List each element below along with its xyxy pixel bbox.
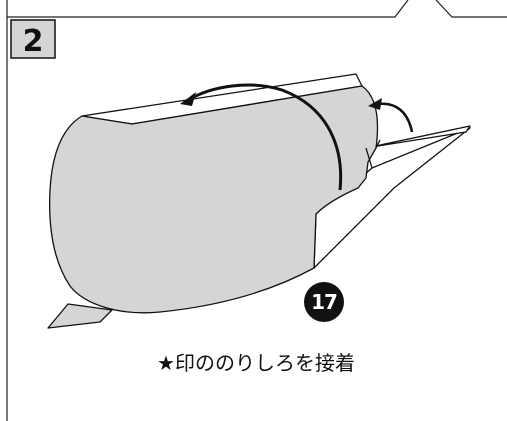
part-number-badge: 17: [304, 282, 344, 322]
paper-part: [47, 73, 471, 329]
caption-text: ★印ののりしろを接着: [157, 351, 355, 375]
curved-arrow-left-small-icon: [368, 98, 414, 133]
curved-arrow-left-icon: [180, 83, 343, 191]
main-body: [49, 85, 379, 314]
panel-frame: [6, 0, 507, 421]
step-number-box: 2: [10, 19, 56, 59]
part-number: 17: [311, 290, 337, 314]
fold-line: [365, 147, 373, 169]
step-number: 2: [23, 24, 44, 59]
tab-edge: [375, 139, 381, 149]
lower-fin: [47, 303, 113, 329]
